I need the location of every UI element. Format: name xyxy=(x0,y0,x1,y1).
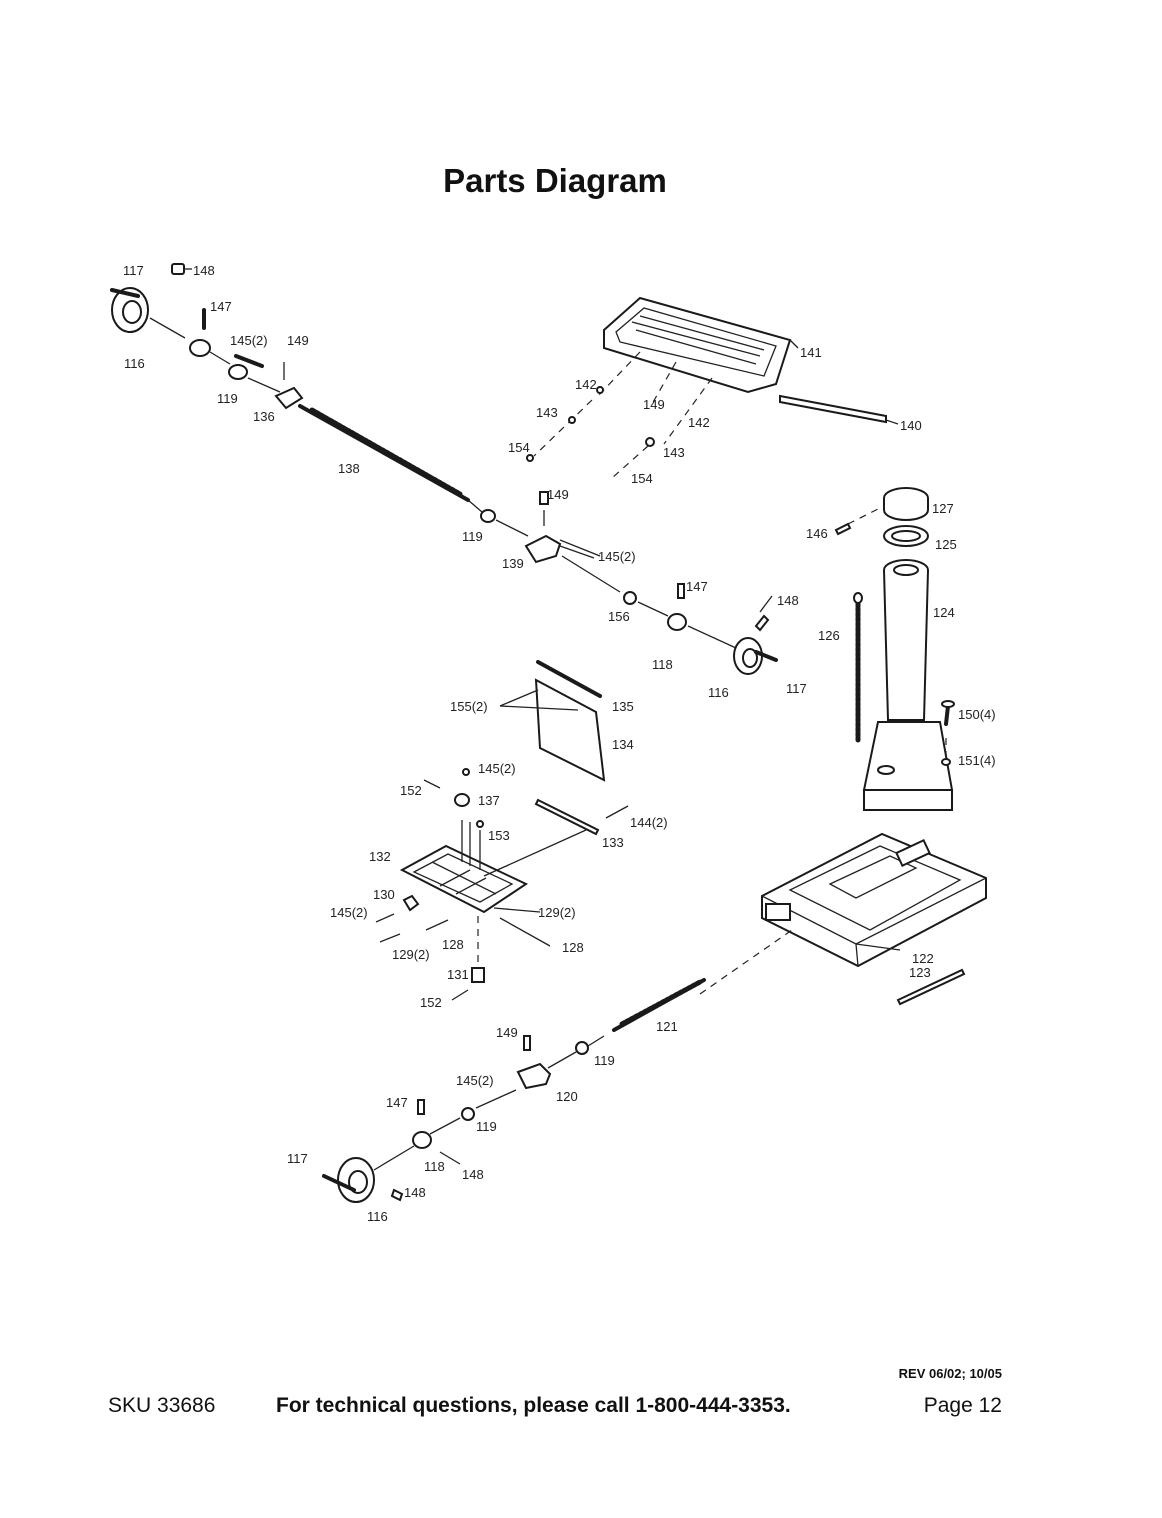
callout-147: 147 xyxy=(386,1095,408,1110)
callout-129: 129(2) xyxy=(392,947,430,962)
right-crank xyxy=(623,583,778,675)
callout-140: 140 xyxy=(900,418,922,433)
callout-119: 119 xyxy=(462,529,483,544)
callout-150: 150(4) xyxy=(958,707,996,722)
callout-145: 145(2) xyxy=(456,1073,494,1088)
callout-148: 148 xyxy=(404,1185,426,1200)
callout-126: 126 xyxy=(818,628,840,643)
callout-141: 141 xyxy=(800,345,822,360)
bracket-120 xyxy=(429,1035,552,1135)
callout-142: 142 xyxy=(688,415,710,430)
carriage-132 xyxy=(399,768,587,983)
callout-147: 147 xyxy=(210,299,232,314)
callout-122: 122 xyxy=(912,951,934,966)
callout-143: 143 xyxy=(536,405,558,420)
callout-145: 145(2) xyxy=(478,761,516,776)
column-124 xyxy=(862,559,954,811)
table-141 xyxy=(526,296,799,479)
callout-138: 138 xyxy=(338,461,360,476)
callout-127: 127 xyxy=(932,501,954,516)
callout-148: 148 xyxy=(462,1167,484,1182)
ring-125 xyxy=(883,525,929,547)
callout-149: 149 xyxy=(496,1025,518,1040)
sku-label: SKU 33686 xyxy=(108,1394,216,1417)
callout-123: 123 xyxy=(909,965,931,980)
callout-128: 128 xyxy=(562,940,584,955)
revision-note: REV 06/02; 10/05 xyxy=(898,1366,1002,1381)
callout-128: 128 xyxy=(442,937,464,952)
callout-154: 154 xyxy=(508,440,530,455)
rod-133 xyxy=(534,798,629,836)
callout-143: 143 xyxy=(663,445,685,460)
shaft-138 xyxy=(298,404,529,537)
callout-136: 136 xyxy=(253,409,275,424)
callout-149: 149 xyxy=(643,397,665,412)
carriage-screws xyxy=(375,779,469,1001)
callout-149: 149 xyxy=(547,487,569,502)
plate-134 xyxy=(499,660,606,782)
callout-134: 134 xyxy=(612,737,634,752)
tech-support-note: For technical questions, please call 1-8… xyxy=(276,1394,791,1417)
callout-148: 148 xyxy=(777,593,799,608)
callout-117: 117 xyxy=(287,1151,308,1166)
shaft-121 xyxy=(547,978,706,1069)
callout-144: 144(2) xyxy=(630,815,668,830)
callout-133: 133 xyxy=(602,835,624,850)
callout-125: 125 xyxy=(935,537,957,552)
callout-153: 153 xyxy=(488,828,510,843)
collar-upper xyxy=(189,308,304,410)
callout-154: 154 xyxy=(631,471,653,486)
callout-155: 155(2) xyxy=(450,699,488,714)
callout-119: 119 xyxy=(217,391,238,406)
callout-116: 116 xyxy=(367,1209,388,1224)
rod-140 xyxy=(779,394,899,425)
callout-119: 119 xyxy=(594,1053,615,1068)
callout-117: 117 xyxy=(786,681,807,696)
callout-147: 147 xyxy=(686,579,708,594)
callout-137: 137 xyxy=(478,793,500,808)
bolt-150 xyxy=(941,700,955,766)
callout-124: 124 xyxy=(933,605,955,620)
callout-152: 152 xyxy=(400,783,422,798)
callout-148: 148 xyxy=(193,263,215,278)
bracket-139 xyxy=(524,491,621,593)
callout-119: 119 xyxy=(476,1119,497,1134)
callout-156: 156 xyxy=(608,609,630,624)
callout-145: 145(2) xyxy=(598,549,636,564)
base-122 xyxy=(699,832,987,995)
callout-118: 118 xyxy=(652,657,673,672)
callout-149: 149 xyxy=(287,333,309,348)
callout-151: 151(4) xyxy=(958,753,996,768)
callout-142: 142 xyxy=(575,377,597,392)
page-number: Page 12 xyxy=(923,1394,1002,1417)
callout-131: 131 xyxy=(447,967,469,982)
crank-handle-upper xyxy=(110,287,186,339)
callout-118: 118 xyxy=(424,1159,445,1174)
callout-152: 152 xyxy=(420,995,442,1010)
callout-120: 120 xyxy=(556,1089,578,1104)
callout-117: 117 xyxy=(123,263,144,278)
callout-145: 145(2) xyxy=(230,333,268,348)
page-title: Parts Diagram xyxy=(443,162,667,199)
callout-145: 145(2) xyxy=(330,905,368,920)
callout-121: 121 xyxy=(656,1019,678,1034)
callout-129: 129(2) xyxy=(538,905,576,920)
callout-135: 135 xyxy=(612,699,634,714)
callout-132: 132 xyxy=(369,849,391,864)
crank-handle-lower xyxy=(322,1099,461,1203)
rack-126 xyxy=(853,592,863,743)
callout-146: 146 xyxy=(806,526,828,541)
callout-139: 139 xyxy=(502,556,524,571)
callout-130: 130 xyxy=(373,887,395,902)
rod-123 xyxy=(896,968,966,1006)
screw-148-upper xyxy=(171,263,192,275)
cap-127 xyxy=(834,487,929,536)
callout-116: 116 xyxy=(124,356,145,371)
callout-116: 116 xyxy=(708,685,729,700)
